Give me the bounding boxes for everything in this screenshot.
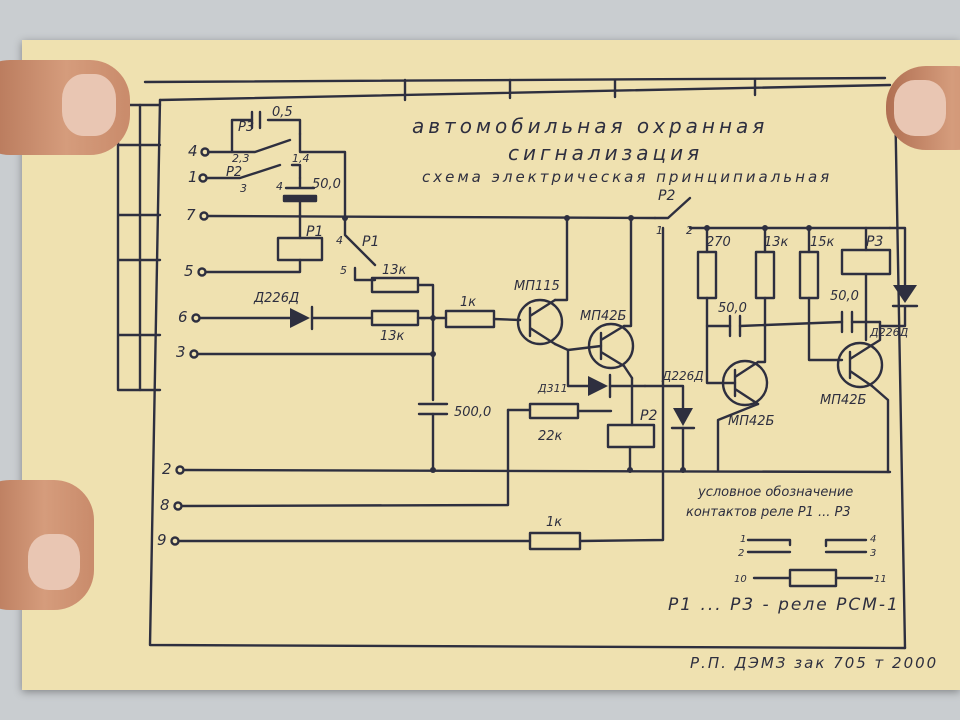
contact-legend: условное обозначение контактов реле Р1 .… xyxy=(668,485,900,615)
label-pin-1: 1 xyxy=(656,224,663,237)
label-relay-p2: P2 xyxy=(640,408,657,424)
resistor-13k-bottom xyxy=(370,309,420,327)
legend-num-11: 11 xyxy=(874,574,887,585)
resistor-22k xyxy=(528,402,580,420)
resistor-15k xyxy=(798,250,820,300)
relay-p1-coil xyxy=(276,236,324,262)
title-line-3: схема электрическая принципиальная xyxy=(422,168,832,186)
label-d226-left: Д226Д xyxy=(253,291,299,306)
terminal-label-2: 2 xyxy=(162,460,172,478)
label-mp42b-3: МП42Б xyxy=(820,393,867,408)
label-contact-p2-left: P2 xyxy=(226,165,242,180)
label-r13k-right: 13к xyxy=(764,235,789,250)
legend-num-2: 2 xyxy=(738,548,744,559)
terminal-9 xyxy=(170,536,180,546)
label-mp115: МП115 xyxy=(514,279,560,294)
left-top-finger xyxy=(0,60,130,155)
label-cap-50-mid: 50,0 xyxy=(312,177,341,192)
label-r270: 270 xyxy=(706,235,731,250)
terminal-5 xyxy=(197,267,207,277)
resistor-270 xyxy=(696,250,718,300)
terminal-7 xyxy=(199,211,209,221)
terminal-3 xyxy=(189,349,199,359)
label-r22k: 22к xyxy=(538,429,563,444)
label-contact-p2-top: P2 xyxy=(658,188,675,204)
component-labels: 0,5 P3 2,3 1,4 P2 3 4 50,0 P1 4 P1 5 13к… xyxy=(226,105,909,530)
terminal-1 xyxy=(198,173,208,183)
terminal-label-1: 1 xyxy=(188,168,198,186)
label-d226-mid: Д226Д xyxy=(661,369,704,383)
label-r13k-bottom: 13к xyxy=(380,329,405,344)
paper-sheet xyxy=(22,40,960,690)
title-line-1: автомобильная охранная xyxy=(412,114,768,138)
terminal-2 xyxy=(175,465,185,475)
label-pin-4-top: 4 xyxy=(276,180,283,193)
terminal-label-8: 8 xyxy=(160,496,170,514)
relay-p2-coil xyxy=(606,423,656,449)
relay-p3-coil xyxy=(840,248,892,276)
label-r15k: 15к xyxy=(810,235,835,250)
terminals: 4 1 7 5 6 3 2 8 9 xyxy=(157,142,210,549)
legend-relay-coil xyxy=(788,568,838,588)
label-pin-23: 2,3 xyxy=(232,152,250,165)
terminal-6 xyxy=(191,313,201,323)
resistor-1k xyxy=(444,309,496,329)
label-pin-5: 5 xyxy=(340,264,347,277)
label-relay-p1: P1 xyxy=(306,224,323,240)
terminal-label-9: 9 xyxy=(157,531,167,549)
drawing-frame xyxy=(116,76,907,650)
print-stamp: Р.П. ДЭМЗ зак 705 т 2000 xyxy=(690,654,938,672)
label-pin-14: 1,4 xyxy=(292,152,310,165)
label-mp42b-1: МП42Б xyxy=(580,309,627,324)
left-bottom-finger xyxy=(0,480,94,610)
label-r1k-bottom: 1к xyxy=(546,515,562,530)
legend-num-1: 1 xyxy=(740,534,746,545)
legend-title-2: контактов реле Р1 ... Р3 xyxy=(686,505,851,520)
terminal-label-3: 3 xyxy=(176,343,186,361)
legend-title-1: условное обозначение xyxy=(697,485,853,500)
label-d226-right: Д226Д xyxy=(869,326,909,339)
label-r1k: 1к xyxy=(460,295,476,310)
label-contact-p1: P1 xyxy=(362,234,379,250)
transistor-mp115 xyxy=(516,298,564,346)
terminal-8 xyxy=(173,501,183,511)
terminal-label-5: 5 xyxy=(184,262,194,280)
label-r13k-top: 13к xyxy=(382,263,407,278)
title-line-2: сигнализация xyxy=(508,141,703,165)
resistor-1k-bottom xyxy=(528,531,582,551)
legend-relay-note: Р1 ... Р3 - реле РСМ-1 xyxy=(668,595,900,615)
legend-num-3: 3 xyxy=(870,548,876,559)
label-pin-2: 2 xyxy=(686,224,693,237)
label-cap-05: 0,5 xyxy=(272,105,293,120)
label-pin-3: 3 xyxy=(240,182,247,195)
right-top-finger xyxy=(886,66,960,150)
terminal-label-4: 4 xyxy=(188,142,198,160)
transistor-mp42b-3 xyxy=(836,341,884,389)
label-d311: Д311 xyxy=(537,382,568,395)
wires xyxy=(177,110,919,551)
transistor-mp42b-1 xyxy=(587,322,635,370)
resistor-13k-top xyxy=(370,276,420,294)
terminal-label-7: 7 xyxy=(186,206,196,224)
label-pin-4-p1: 4 xyxy=(336,234,343,247)
label-mp42b-2: МП42Б xyxy=(728,414,775,429)
label-cap-500: 500,0 xyxy=(454,405,491,420)
label-cap-50-r2: 50,0 xyxy=(830,289,859,304)
legend-num-4: 4 xyxy=(870,534,876,545)
label-contact-p3: P3 xyxy=(238,120,254,135)
label-relay-p3: P3 xyxy=(866,234,883,250)
label-cap-50-r1: 50,0 xyxy=(718,301,747,316)
legend-num-10: 10 xyxy=(734,574,747,585)
terminal-label-6: 6 xyxy=(178,308,188,326)
resistor-13k-right xyxy=(754,250,776,300)
